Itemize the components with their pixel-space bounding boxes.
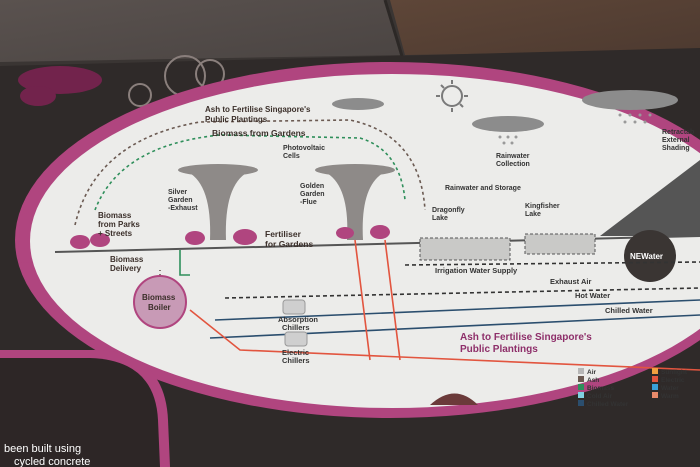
legend-swatch	[578, 384, 584, 390]
label-biomass-delivery: Biomass	[110, 255, 144, 264]
label-golden-garden: Golden	[300, 183, 324, 190]
label-biomass-delivery-2: Delivery	[110, 264, 142, 273]
legend-swatch	[578, 400, 584, 406]
label-golden-garden-3: -Flue	[300, 199, 317, 206]
legend-label: Biomass	[587, 385, 614, 392]
kingfisher-lake	[525, 234, 595, 254]
legend-swatch	[652, 368, 658, 374]
label-ash-top-2: Public Plantings	[205, 115, 268, 124]
legend-label: Sunlight	[661, 369, 688, 376]
label-irrigation: Irrigation Water Supply	[435, 266, 518, 275]
label-fertiliser: Fertiliser	[265, 229, 302, 239]
label-ash-bottom: Ash to Fertilise Singapore's	[460, 332, 592, 343]
legend-swatch	[578, 376, 584, 382]
legend-label: Air	[587, 369, 597, 376]
absorption-chiller-icon	[283, 300, 305, 314]
label-photovoltaic: Photovoltaic	[283, 145, 325, 152]
label-silver-garden: Silver	[168, 189, 187, 196]
label-kingfisher-lake: Kingfisher	[525, 203, 560, 210]
legend-swatch	[578, 392, 584, 398]
label-electric-2: Chillers	[282, 356, 310, 365]
info-text-1: been built using	[4, 443, 81, 455]
label-chilled-water: Chilled Water	[605, 306, 653, 315]
label-rainwater-collection: Rainwater	[496, 153, 530, 160]
label-retractable: Retractab	[662, 129, 694, 136]
label-dragonfly-lake: Dragonfly	[432, 207, 465, 214]
label-rainwater-collection-2: Collection	[496, 161, 530, 168]
label-silver-garden-3: -Exhaust	[168, 205, 198, 212]
legend-swatch	[652, 376, 658, 382]
dragonfly-lake	[420, 238, 510, 260]
label-external: External	[662, 137, 690, 144]
label-dragonfly-lake-2: Lake	[432, 215, 448, 222]
legend-label: Electric	[661, 377, 685, 384]
label-kingfisher-lake-2: Lake	[525, 211, 541, 218]
label-biomass-parks-2: from Parks	[98, 220, 140, 229]
pavement-tile-left	[0, 0, 400, 62]
label-ash-bottom-2: Public Plantings	[460, 344, 538, 355]
electric-chiller-icon	[285, 332, 307, 346]
label-golden-garden-2: Garden	[300, 191, 325, 198]
label-photovoltaic-2: Cells	[283, 153, 300, 160]
legend-swatch	[652, 384, 658, 390]
info-text-2: cycled concrete	[14, 456, 90, 467]
legend-label: Cold Air	[587, 393, 613, 400]
label-silver-garden-2: Garden	[168, 197, 193, 204]
label-rainwater-storage: Rainwater and Storage	[445, 185, 521, 192]
legend-swatch	[652, 392, 658, 398]
legend-label: Chilled Water	[587, 401, 629, 408]
label-biomass-boiler: Biomass	[142, 293, 176, 302]
legend-label: Water	[661, 385, 679, 392]
label-fertiliser-2: for Gardens	[265, 239, 313, 249]
label-biomass-from-gardens: Biomass from Gardens	[212, 128, 306, 138]
legend-label: Ash	[587, 377, 599, 384]
label-exhaust-air: Exhaust Air	[550, 277, 591, 286]
biomass-boiler	[134, 276, 186, 328]
label-biomass-boiler-2: Boiler	[148, 303, 171, 312]
label-hot-water: Hot Water	[575, 291, 610, 300]
label-ash-top: Ash to Fertilise Singapore's	[205, 105, 311, 114]
label-newater: NEWater	[630, 252, 663, 261]
label-biomass-parks: Biomass	[98, 211, 132, 220]
label-shading: Shading	[662, 145, 690, 152]
legend-label: Warm	[661, 393, 679, 400]
pavement-tile-right	[390, 0, 700, 55]
label-biomass-parks-3: + Streets	[98, 229, 133, 238]
label-absorption-2: Chillers	[282, 323, 310, 332]
legend-swatch	[578, 368, 584, 374]
